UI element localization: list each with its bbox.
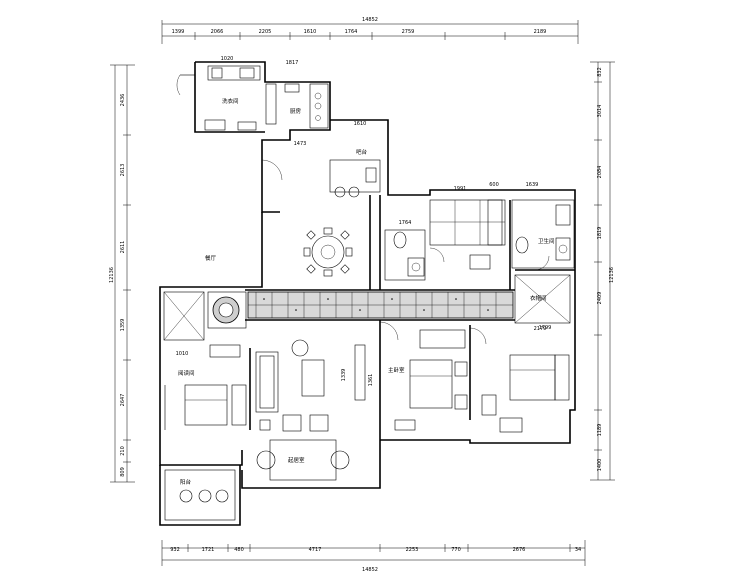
bottom-dim-4: 4717 (309, 547, 322, 553)
dim-1339: 1339 (341, 369, 347, 382)
right-overall-dim: 12136 (609, 267, 615, 283)
top-dim-2: 2066 (211, 29, 224, 35)
top-overall-dim: 14852 (362, 17, 378, 23)
closet-room: 1991 600 1639 1764 (399, 182, 539, 270)
left-dim-6: 210 (120, 446, 126, 456)
decor-feature: 1010 (163, 291, 247, 358)
corridor-band (247, 291, 514, 319)
right-dim-7: 1400 (597, 459, 603, 472)
bottom-dim-2: 1721 (202, 547, 215, 553)
right-dimension-chain: 832 3014 2084 1819 2409 1189 1400 12136 (590, 61, 615, 481)
bathroom-right: 卫生间 (511, 199, 575, 269)
right-dim-5: 2409 (597, 292, 603, 305)
dim-1361: 1361 (368, 374, 374, 387)
top-dimension-chain: 14852 1399 2066 2205 1610 1764 2759 2189 (161, 17, 579, 44)
second-bedroom: 2179 (481, 326, 570, 433)
walk-in-closet: 衣帽间 1799 (514, 274, 571, 331)
closet-label: 衣帽间 (530, 294, 547, 302)
bar-area: 吧台 (329, 148, 381, 198)
reading-label: 阅读间 (178, 369, 195, 377)
left-dim-1: 2436 (120, 94, 126, 107)
top-dim-4: 1610 (304, 29, 317, 35)
balcony: 阳台 (164, 469, 236, 521)
living-label: 起居室 (288, 456, 305, 464)
left-dim-7: 809 (120, 467, 126, 477)
reading-room: 阅读间 (164, 369, 247, 430)
top-dim-7: 2189 (534, 29, 547, 35)
dim-1639: 1639 (526, 182, 539, 188)
top-dim-3: 2205 (259, 29, 272, 35)
dim-1010: 1010 (176, 351, 189, 357)
right-dim-2: 3014 (597, 105, 603, 118)
dim-1020: 1020 (221, 56, 234, 62)
left-dimension-chain: 2436 2613 2611 1359 2647 210 809 12136 (109, 64, 135, 483)
bottom-dim-1: 932 (170, 547, 180, 553)
dim-1610: 1610 (354, 121, 367, 127)
right-dim-6: 1189 (597, 424, 603, 437)
right-dim-1: 832 (597, 67, 603, 77)
left-dim-2: 2613 (120, 164, 126, 177)
kitchen-label: 厨房 (290, 107, 302, 115)
laundry-room: 洗衣间 1020 (176, 56, 261, 131)
laundry-label: 洗衣间 (222, 97, 239, 105)
dim-1991: 1991 (454, 186, 467, 192)
master-bedroom: 主卧室 1361 (368, 329, 468, 431)
top-dim-5: 1764 (345, 29, 358, 35)
balcony-label: 阳台 (180, 478, 192, 486)
living-room: 起居室 1339 (255, 339, 366, 481)
bottom-overall-dim: 14852 (362, 567, 378, 573)
exterior-walls (159, 61, 576, 526)
door-swings (261, 159, 550, 345)
dim-1817: 1817 (286, 60, 299, 66)
dim-2179: 2179 (534, 326, 547, 332)
bottom-dim-6: 770 (451, 547, 461, 553)
right-dim-3: 2084 (597, 166, 603, 179)
top-dim-1: 1399 (172, 29, 185, 35)
right-dim-4: 1819 (597, 227, 603, 240)
dim-1799: 1799 (539, 325, 552, 331)
bottom-dim-8: 34 (575, 547, 581, 553)
bathroom-left (384, 229, 426, 281)
left-overall-dim: 12136 (109, 267, 115, 283)
left-dim-5: 2647 (120, 394, 126, 407)
kitchen-room: 厨房 1817 1473 1610 (265, 60, 367, 147)
bar-label: 吧台 (356, 148, 368, 156)
bottom-dim-7: 2676 (513, 547, 526, 553)
left-dim-4: 1359 (120, 319, 126, 332)
dim-1764: 1764 (399, 220, 412, 226)
bathroom-label: 卫生间 (538, 237, 555, 245)
bottom-dim-5: 2253 (406, 547, 419, 553)
dim-1473: 1473 (294, 141, 307, 147)
dining-label: 餐厅 (205, 254, 217, 262)
dim-600: 600 (489, 182, 499, 188)
bottom-dim-3: 480 (234, 547, 244, 553)
master-bedroom-label: 主卧室 (388, 366, 405, 374)
bottom-dimension-chain: 932 1721 480 4717 2253 770 2676 34 14852 (161, 540, 586, 573)
dining-room: 餐厅 (205, 227, 353, 277)
top-dim-6: 2759 (402, 29, 415, 35)
left-dim-3: 2611 (120, 241, 126, 254)
